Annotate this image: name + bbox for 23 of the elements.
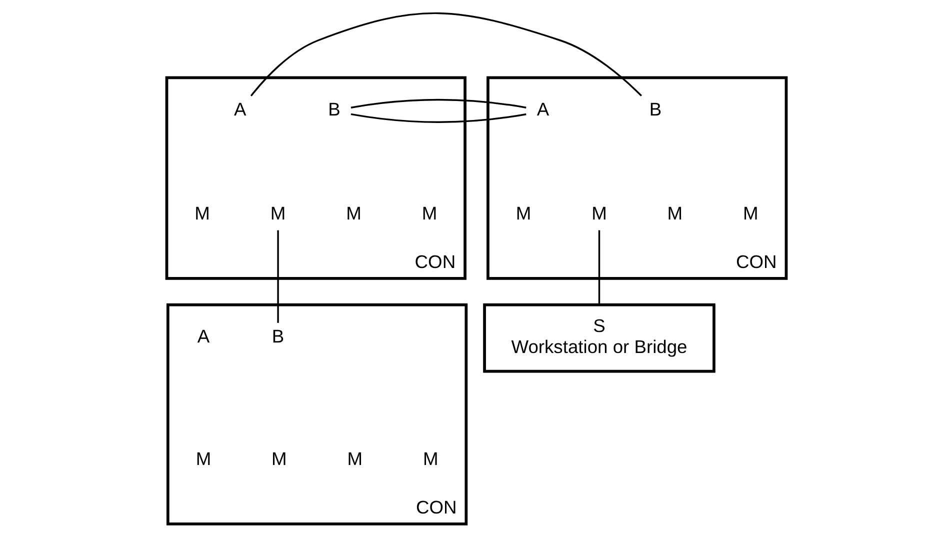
node-text: M bbox=[270, 202, 286, 224]
node-text: A bbox=[196, 325, 210, 346]
node-text: M bbox=[591, 202, 606, 224]
node-text: B bbox=[271, 325, 284, 346]
node-text: M bbox=[346, 448, 362, 470]
node-text: M bbox=[194, 202, 210, 224]
connector bbox=[250, 12, 642, 96]
node-text: B bbox=[648, 98, 662, 120]
node-text: M bbox=[422, 448, 438, 470]
node-text: M bbox=[666, 202, 682, 224]
node-text: M bbox=[515, 202, 531, 224]
node-text: M bbox=[742, 202, 758, 224]
node-text: A bbox=[536, 98, 549, 120]
node-text: M bbox=[195, 448, 211, 470]
connector bbox=[598, 230, 600, 305]
node-text: A bbox=[234, 98, 246, 120]
node-text: B bbox=[328, 98, 340, 120]
node-text: M bbox=[421, 202, 437, 224]
node-text: M bbox=[346, 202, 361, 224]
node-text: M bbox=[271, 448, 286, 470]
connector bbox=[276, 230, 278, 323]
connector bbox=[350, 98, 526, 123]
node-box: S Workstation or Bridge bbox=[482, 303, 715, 373]
